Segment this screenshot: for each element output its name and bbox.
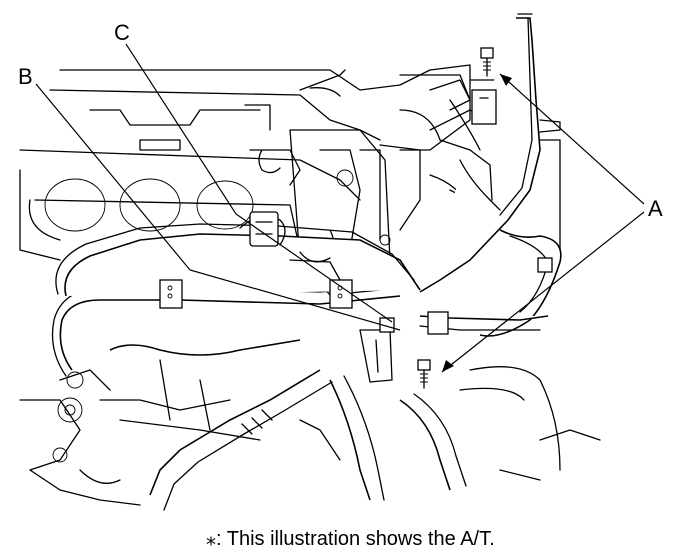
upper-right-pipe bbox=[419, 13, 561, 293]
leader-arrowheads bbox=[442, 74, 512, 372]
callout-a-label: A bbox=[648, 196, 663, 221]
lower-bracket bbox=[359, 317, 395, 383]
footnote: ⁎: This illustration shows the A/T. bbox=[206, 528, 495, 550]
leader-lines bbox=[35, 43, 645, 373]
right-hose-loop bbox=[479, 229, 562, 337]
bolt-lower bbox=[417, 359, 431, 389]
bolt-upper bbox=[480, 47, 494, 77]
lower-hoses bbox=[19, 339, 601, 511]
engine-illustration bbox=[19, 13, 645, 511]
callout-b-label: B bbox=[18, 64, 33, 89]
callout-c-label: C bbox=[114, 20, 130, 45]
